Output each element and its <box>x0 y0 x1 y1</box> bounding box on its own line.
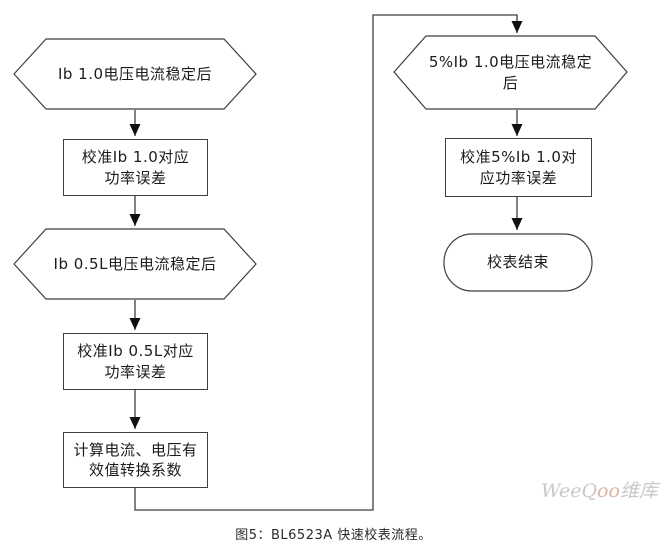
watermark-logo: WeeQoo维库 <box>541 478 663 505</box>
node-label: 校表结束 <box>486 253 549 272</box>
node-hexagon-5ib10: 5%Ib 1.0电压电流稳定 后 <box>393 35 628 110</box>
hexagon-shape <box>393 35 628 110</box>
node-hexagon-ib10: Ib 1.0电压电流稳定后 <box>13 38 257 110</box>
terminator-shape <box>443 233 593 292</box>
watermark-text-part3: 维库 <box>619 480 658 502</box>
node-label: 5%Ib 1.0电压电流稳定 后 <box>428 53 593 92</box>
node-label: Ib 0.5L电压电流稳定后 <box>53 254 217 273</box>
node-terminator-end: 校表结束 <box>443 233 593 292</box>
hexagon-shape <box>13 228 257 300</box>
watermark-text-part2: oo <box>597 480 620 502</box>
node-process-cal-5ib10: 校准5%Ib 1.0对 应功率误差 <box>445 138 592 197</box>
node-label: 校准Ib 1.0对应 功率误差 <box>81 148 190 187</box>
node-label: 校准Ib 0.5L对应 功率误差 <box>77 342 194 381</box>
node-hexagon-ib05l: Ib 0.5L电压电流稳定后 <box>13 228 257 300</box>
node-process-cal-ib05l: 校准Ib 0.5L对应 功率误差 <box>63 333 208 390</box>
figure-caption: 图5：BL6523A 快速校表流程。 <box>235 528 432 543</box>
node-process-cal-ib10: 校准Ib 1.0对应 功率误差 <box>63 139 208 196</box>
connector-rectcalc-hex5ib10 <box>134 14 523 511</box>
node-process-calc-rms: 计算电流、电压有 效值转换系数 <box>63 432 208 488</box>
node-label: 计算电流、电压有 效值转换系数 <box>73 440 198 479</box>
watermark-text-part1: WeeQ <box>541 480 598 502</box>
node-label: 校准5%Ib 1.0对 应功率误差 <box>460 148 577 187</box>
hexagon-shape <box>13 38 257 110</box>
node-label: Ib 1.0电压电流稳定后 <box>57 64 213 83</box>
